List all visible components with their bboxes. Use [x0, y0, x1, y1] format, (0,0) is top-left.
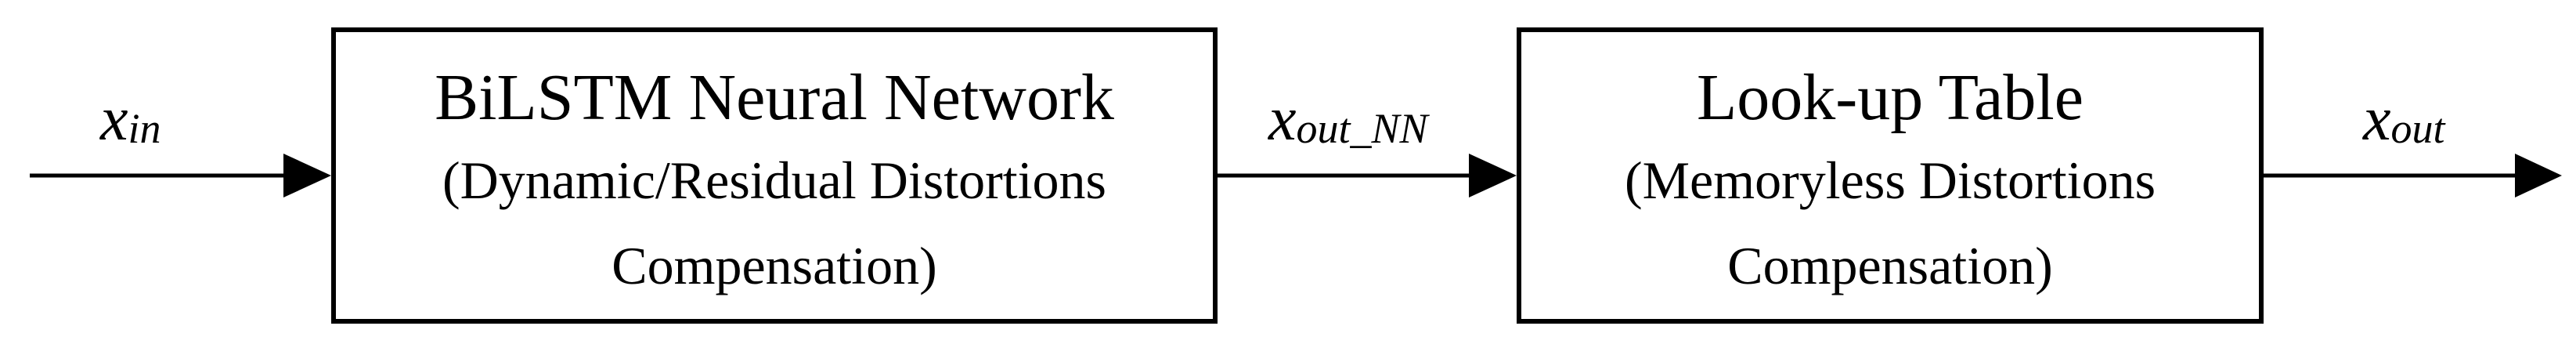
lut-block-description-cont: Compensation) [1727, 236, 2053, 295]
output-arrowhead [2515, 154, 2562, 197]
bilstm-block-title: BiLSTM Neural Network [435, 61, 1114, 134]
output-signal-subscript: out [2390, 105, 2445, 153]
input-signal-symbol: x [100, 85, 128, 154]
look-up-table-block: Look-up Table (Memoryless Distortions Co… [1517, 27, 2264, 324]
intermediate-signal-symbol: x [1268, 85, 1297, 154]
output-signal-label: xout [2363, 88, 2445, 150]
bilstm-block-description-cont: Compensation) [612, 236, 937, 295]
bilstm-block-description: (Dynamic/Residual Distortions [442, 150, 1106, 210]
input-arrowhead [283, 154, 331, 197]
input-signal-label: xin [100, 88, 161, 150]
intermediate-signal-label: xout_NN [1268, 88, 1428, 150]
bilstm-neural-network-block: BiLSTM Neural Network (Dynamic/Residual … [331, 27, 1218, 324]
intermediate-signal-subscript: out_NN [1296, 105, 1428, 153]
intermediate-arrowhead [1469, 154, 1517, 197]
input-signal-subscript: in [128, 105, 161, 153]
lut-block-description: (Memoryless Distortions [1624, 150, 2156, 210]
output-signal-symbol: x [2363, 85, 2391, 154]
lut-block-title: Look-up Table [1696, 61, 2084, 134]
